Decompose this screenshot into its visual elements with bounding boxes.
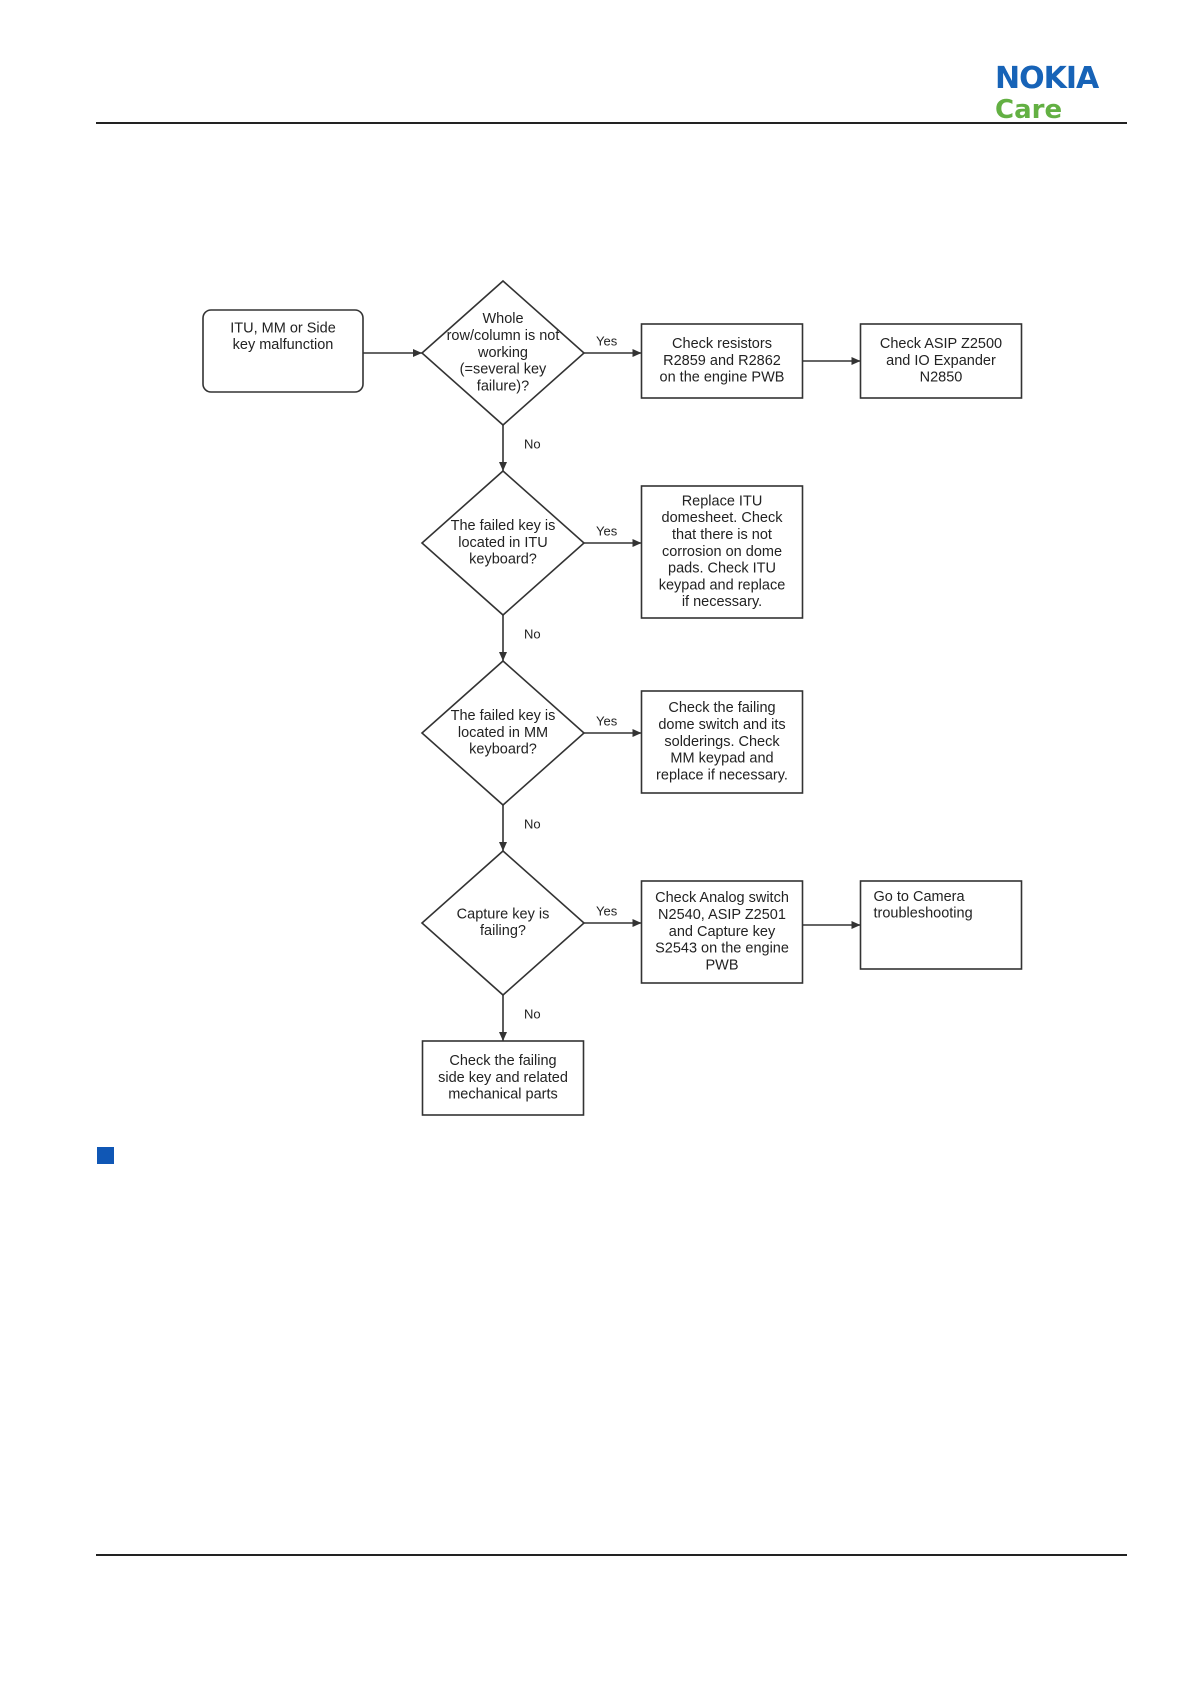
node-text-line: row/column is not [447, 328, 560, 344]
nokia-care-logo: NOKIA Care [995, 61, 1127, 125]
node-text-line: and Capture key [669, 924, 776, 940]
node-text-line: PWB [705, 957, 738, 973]
node-text-line: domesheet. Check [662, 510, 784, 526]
start-box [202, 309, 364, 393]
node-text-line: S2543 on the engine [655, 941, 789, 957]
action-box [421, 1040, 585, 1116]
node-text-line: pads. Check ITU [668, 561, 776, 577]
edge-label-no: No [524, 816, 541, 831]
node-text-line: keypad and replace [659, 577, 786, 593]
node-text-line: (=several key [460, 362, 547, 378]
node-text-line: N2540, ASIP Z2501 [658, 907, 786, 923]
node-text-line: solderings. Check [664, 734, 780, 750]
node-text-line: failure)? [477, 378, 529, 394]
section-marker [97, 1147, 114, 1164]
node-text-line: side key and related [438, 1070, 568, 1086]
node-text-line: key malfunction [233, 337, 334, 353]
action-box [640, 485, 804, 619]
edge-label-no: No [524, 1006, 541, 1021]
action-box [640, 690, 804, 794]
node-text-line: Go to Camera [874, 889, 966, 905]
node-text-line: Replace ITU [682, 493, 763, 509]
node-text-line: Check resistors [672, 336, 772, 352]
node-text-line: corrosion on dome [662, 544, 782, 560]
node-text-line: keyboard? [469, 552, 537, 568]
node-text-line: keyboard? [469, 742, 537, 758]
node-text-line: mechanical parts [448, 1087, 558, 1103]
node-text-line: failing? [480, 923, 526, 939]
node-text-line: dome switch and its [658, 717, 785, 733]
edge-label-yes: Yes [596, 713, 618, 728]
node-text-line: on the engine PWB [660, 370, 785, 386]
footer-rule [96, 1554, 1127, 1556]
node-text-line: if necessary. [682, 594, 762, 610]
node-text-line: Whole [482, 311, 523, 327]
node-text-line: replace if necessary. [656, 767, 788, 783]
node-text-line: and IO Expander [886, 353, 996, 369]
node-text-line: The failed key is [451, 708, 556, 724]
decision-diamond [420, 849, 586, 997]
node-text-line: MM keypad and [670, 751, 773, 767]
node-text-line: located in ITU [458, 535, 547, 551]
node-text-line: Check ASIP Z2500 [880, 336, 1002, 352]
logo-brand: NOKIA [995, 61, 1099, 96]
edge-label-yes: Yes [596, 903, 618, 918]
edge-label-yes: Yes [596, 333, 618, 348]
decision-diamond [420, 279, 586, 427]
node-text-line: Check the failing [449, 1053, 556, 1069]
node-text-line: R2859 and R2862 [663, 353, 781, 369]
node-text-line: troubleshooting [874, 906, 973, 922]
node-text-line: Check Analog switch [655, 890, 789, 906]
action-box [640, 323, 804, 399]
edge-label-no: No [524, 436, 541, 451]
decision-diamond [420, 659, 586, 807]
logo-sub-brand: Care [995, 95, 1063, 125]
edge-label-no: No [524, 626, 541, 641]
node-text-line: working [477, 345, 528, 361]
action-box [859, 880, 1023, 970]
node-text-line: ITU, MM or Side [230, 320, 336, 336]
action-box [859, 323, 1023, 399]
edge-label-yes: Yes [596, 523, 618, 538]
node-text-line: Capture key is [457, 906, 550, 922]
decision-diamond [420, 469, 586, 617]
action-box [640, 880, 804, 984]
node-text-line: located in MM [458, 725, 548, 741]
node-text-line: N2850 [920, 370, 963, 386]
header-rule [96, 122, 1127, 124]
node-text-line: Check the failing [668, 700, 775, 716]
node-text-line: The failed key is [451, 518, 556, 534]
node-text-line: that there is not [672, 527, 772, 543]
